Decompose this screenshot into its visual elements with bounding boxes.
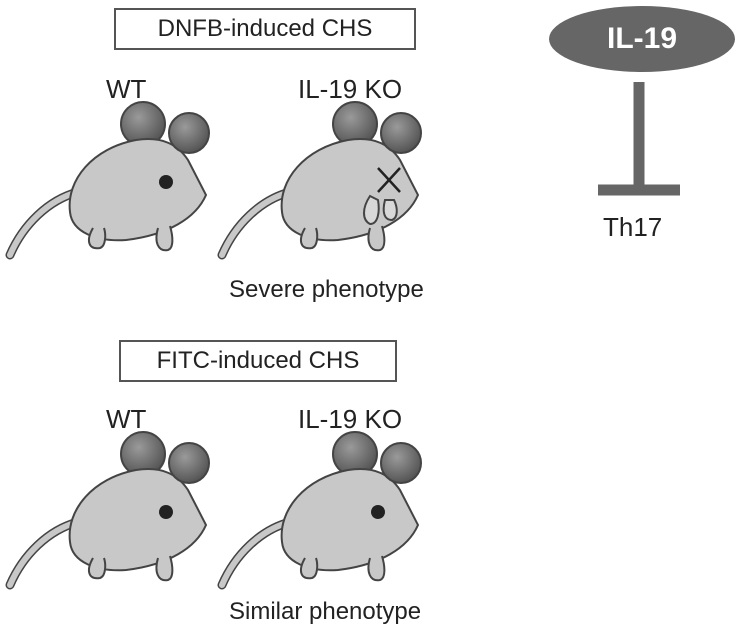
- inhibition-arrow: [598, 82, 680, 196]
- label-ko-top: IL-19 KO: [298, 74, 403, 104]
- lesion-mark: [363, 194, 380, 226]
- mouse-ko-top: [220, 100, 420, 260]
- label-ko-bottom: IL-19 KO: [298, 404, 403, 434]
- panel-title-dnfb: DNFB-induced CHS: [114, 8, 416, 50]
- panel-title-fitc: FITC-induced CHS: [119, 340, 397, 382]
- mouse-wt-top: [8, 100, 208, 260]
- mouse-eye: [371, 505, 385, 519]
- mouse-eye: [159, 175, 173, 189]
- mouse-ko-bottom: [220, 430, 420, 590]
- target-node: Th17: [603, 212, 663, 242]
- label-wt-bottom: WT: [106, 404, 147, 434]
- mouse-eye: [159, 505, 173, 519]
- mouse-wt-bottom: [8, 430, 208, 590]
- label-wt-top: WT: [106, 74, 147, 104]
- regulator-node: IL-19: [549, 6, 735, 72]
- phenotype-bottom: Similar phenotype: [229, 598, 422, 625]
- crossed-eye-icon: [377, 167, 401, 193]
- phenotype-top: Severe phenotype: [229, 276, 424, 303]
